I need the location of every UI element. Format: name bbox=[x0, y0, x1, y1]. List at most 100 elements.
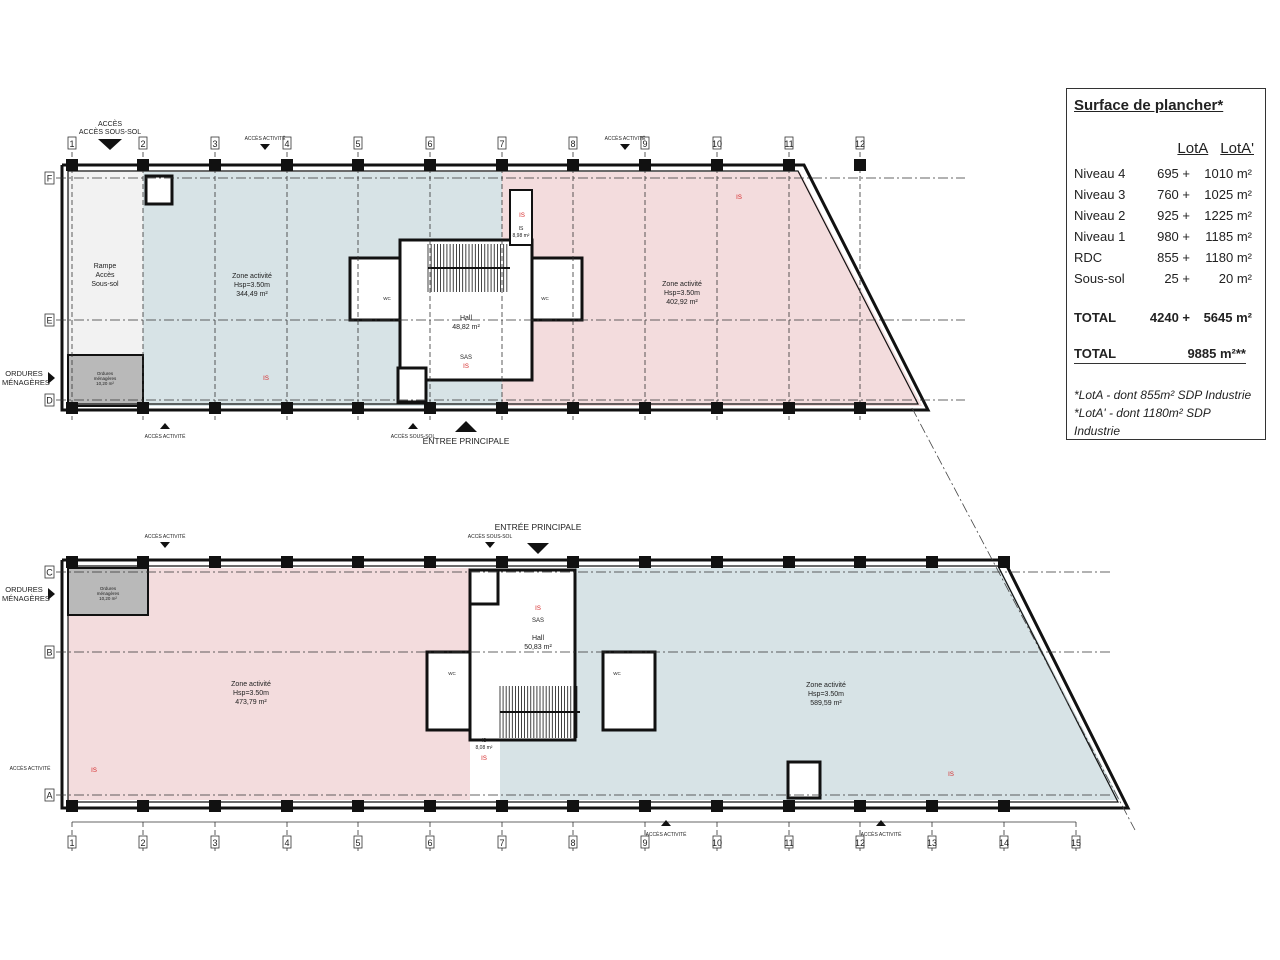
legend-header: LotA LotA' bbox=[1074, 140, 1258, 157]
grid-column-marker bbox=[497, 136, 507, 150]
legend-cell-label: Niveau 1 bbox=[1074, 229, 1126, 244]
grid-row-label: D bbox=[46, 396, 53, 406]
ordures-label: ORDURES MÉNAGÈRES bbox=[2, 369, 50, 387]
is-label: IS bbox=[481, 756, 487, 762]
surface-legend: Surface de plancher* LotA LotA' Niveau 4… bbox=[1066, 88, 1266, 440]
is-label: IS bbox=[736, 195, 742, 201]
grid-column-label: 9 bbox=[642, 139, 647, 149]
pillar bbox=[352, 556, 364, 568]
pillar bbox=[926, 800, 938, 812]
pillar bbox=[281, 402, 293, 414]
grid-column-marker bbox=[784, 136, 794, 150]
sas-label: SAS bbox=[532, 618, 544, 624]
grid-column-label: 13 bbox=[927, 838, 937, 848]
grid-column-label: 14 bbox=[999, 838, 1009, 848]
is-label: IS bbox=[91, 768, 97, 774]
pillar bbox=[639, 556, 651, 568]
pillar bbox=[854, 402, 866, 414]
pillar bbox=[424, 556, 436, 568]
pillar bbox=[424, 159, 436, 171]
hall-label: 48,82 m² bbox=[452, 324, 480, 331]
grid-column-label: 5 bbox=[355, 838, 360, 848]
is-label: IS bbox=[263, 376, 269, 382]
wall-top-inner bbox=[67, 170, 919, 405]
grid-column-label: 15 bbox=[1071, 838, 1081, 848]
pillar bbox=[854, 800, 866, 812]
ordures-label: ORDURES MÉNAGÈRES bbox=[2, 585, 50, 603]
legend-cell-label: RDC bbox=[1074, 250, 1103, 265]
ordures-local-label: ménagères bbox=[97, 591, 120, 596]
zone-left-label: Hsp=3.50m bbox=[233, 690, 269, 697]
grid-column-marker bbox=[138, 835, 148, 849]
ordures-local-label: 10,20 m² bbox=[99, 596, 117, 601]
total-a: 4240 + bbox=[1149, 310, 1190, 325]
zone-left-label: Zone activité bbox=[232, 273, 272, 280]
grid-column-label: 6 bbox=[427, 139, 432, 149]
access-activite-label: ACCÈS ACTIVITÉ bbox=[145, 433, 187, 440]
arrow-down-icon bbox=[98, 139, 122, 150]
rampe-label: Accès bbox=[95, 272, 115, 279]
legend-title: Surface de plancher* bbox=[1074, 97, 1224, 114]
legend-note: *LotA - dont 855m² SDP Industrie bbox=[1074, 388, 1252, 402]
rampe-area bbox=[68, 172, 143, 355]
legend-cell-b: 1010 m² bbox=[1204, 166, 1252, 181]
hall-label: Hall bbox=[460, 315, 473, 322]
grid-column-marker bbox=[640, 835, 650, 849]
access-sous-sol-label: ACCÈS SOUS-SOL bbox=[391, 433, 436, 440]
legend-cell-a: 925 + bbox=[1157, 208, 1190, 223]
legend-total: TOTAL 4240 + 5645 m² bbox=[1074, 307, 1258, 328]
grid-column-label: 12 bbox=[855, 139, 865, 149]
pillar bbox=[496, 402, 508, 414]
grid-column-marker bbox=[497, 835, 507, 849]
grid-column-label: 11 bbox=[784, 838, 793, 848]
grid-column-marker bbox=[210, 136, 220, 150]
grid-column-label: 12 bbox=[855, 838, 865, 848]
pillar bbox=[66, 159, 78, 171]
grid-column-label: 4 bbox=[284, 139, 289, 149]
pillar bbox=[66, 800, 78, 812]
pillar bbox=[854, 556, 866, 568]
spiral-stair-icon bbox=[396, 366, 428, 404]
legend-cell-a: 25 + bbox=[1164, 271, 1190, 286]
pillar bbox=[998, 556, 1010, 568]
grid-column-marker bbox=[927, 835, 937, 849]
grid-column-label: 7 bbox=[499, 838, 504, 848]
grid-column-marker bbox=[425, 835, 435, 849]
wall-bottom bbox=[60, 558, 1131, 810]
pillar bbox=[137, 402, 149, 414]
wc-label: WC bbox=[448, 671, 456, 676]
arrow-up-icon bbox=[661, 820, 671, 826]
grid-row-label: F bbox=[47, 174, 53, 184]
grid-column-label: 2 bbox=[140, 838, 145, 848]
access-activite-label: ACCÈS ACTIVITÉ bbox=[10, 765, 52, 772]
grid-column-label: 3 bbox=[212, 838, 217, 848]
grid-column-label: 3 bbox=[212, 139, 217, 149]
grid-column-marker bbox=[855, 835, 865, 849]
arrow-up-icon bbox=[455, 421, 477, 432]
spiral-stair-icon bbox=[468, 568, 500, 606]
grid-column-marker bbox=[353, 835, 363, 849]
wc-left-bottom bbox=[425, 650, 472, 732]
pillar bbox=[209, 556, 221, 568]
arrow-down-icon bbox=[527, 543, 549, 554]
total-b: 5645 m² bbox=[1203, 310, 1252, 325]
pillar bbox=[209, 159, 221, 171]
grid-column-marker bbox=[568, 136, 578, 150]
entree-principale-label: ENTREE PRINCIPALE bbox=[423, 436, 510, 446]
legend-cell-a: 855 + bbox=[1157, 250, 1190, 265]
grid-column-marker bbox=[353, 136, 363, 150]
pillar bbox=[281, 556, 293, 568]
pillar bbox=[783, 556, 795, 568]
grid-row-label: B bbox=[46, 648, 52, 658]
pillar bbox=[424, 800, 436, 812]
wc-right-bottom bbox=[601, 650, 657, 732]
legend-cell-b: 20 m² bbox=[1218, 271, 1252, 286]
grid-column-marker bbox=[282, 835, 292, 849]
zone-left-label: Zone activité bbox=[231, 681, 271, 688]
legend-cell-b: 1180 m² bbox=[1205, 250, 1252, 265]
